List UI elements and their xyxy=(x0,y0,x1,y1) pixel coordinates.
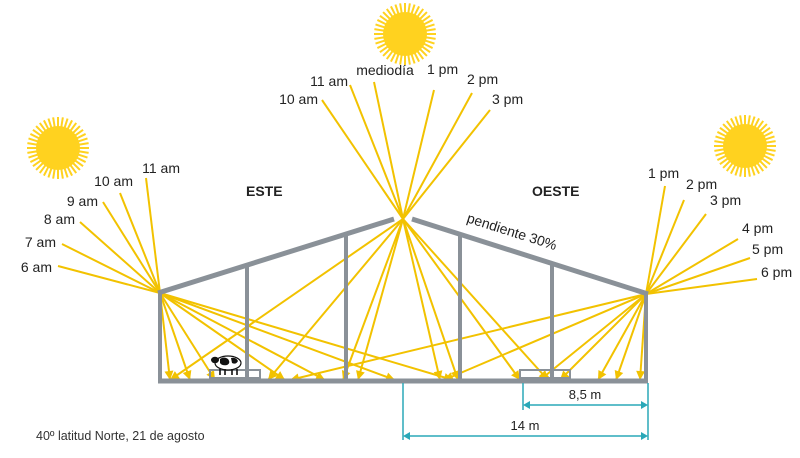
ray-arrowhead xyxy=(356,370,365,380)
sun-ray xyxy=(402,89,435,220)
sun-ray xyxy=(289,293,647,381)
sun-disc xyxy=(723,124,767,168)
sun-ray xyxy=(539,293,647,381)
sun-ray xyxy=(159,292,216,381)
time-label: 6 am xyxy=(21,259,52,275)
sun-ray xyxy=(597,293,647,381)
label-slope: pendiente 30% xyxy=(465,210,559,253)
sun-ray xyxy=(402,218,549,381)
label-east: ESTE xyxy=(246,183,283,199)
time-label: 7 am xyxy=(25,234,56,250)
roof-east xyxy=(157,216,395,296)
sun-ray xyxy=(159,292,396,381)
sun-disc xyxy=(36,126,80,170)
sun-icon xyxy=(714,115,776,177)
time-label: 10 am xyxy=(94,173,133,189)
sun-ray xyxy=(645,278,758,295)
time-label: 1 pm xyxy=(648,165,679,181)
sun-ray xyxy=(402,218,441,381)
sun-ray xyxy=(615,293,647,381)
time-label: 4 pm xyxy=(742,220,773,236)
ray-arrowhead xyxy=(433,370,443,380)
dimension-short-label: 8,5 m xyxy=(569,387,602,402)
time-label: 10 am xyxy=(279,91,318,107)
sun-ray xyxy=(159,292,454,381)
sun-icon xyxy=(374,3,436,65)
sun-rays xyxy=(57,81,758,383)
time-label: 11 am xyxy=(142,160,180,176)
sun-ray xyxy=(645,213,707,295)
ray-arrowhead xyxy=(598,369,607,380)
time-label: 5 pm xyxy=(752,241,783,257)
ray-arrowhead xyxy=(314,371,325,380)
ray-arrowhead xyxy=(182,370,192,380)
time-label: 11 am xyxy=(310,73,348,89)
barn-structure xyxy=(157,216,649,384)
time-label: 8 am xyxy=(44,211,75,227)
feeder xyxy=(519,369,571,379)
sun-ray xyxy=(349,84,404,220)
sun-icon xyxy=(27,117,89,179)
sun-ray xyxy=(402,109,491,220)
time-label: 3 pm xyxy=(492,91,523,107)
caption: 40º latitud Norte, 21 de agosto xyxy=(36,429,205,443)
sun-ray xyxy=(645,185,666,295)
sun-ray xyxy=(159,292,191,381)
feeder xyxy=(209,369,261,379)
sun-disc xyxy=(383,12,427,56)
dimension-long-label: 14 m xyxy=(511,418,540,433)
sun-ray xyxy=(102,201,161,294)
sun-ray xyxy=(159,292,286,381)
sun-ray xyxy=(145,177,161,294)
sun-ray xyxy=(373,81,404,220)
time-label: 9 am xyxy=(67,193,98,209)
sun-ray xyxy=(645,199,685,295)
sun-ray xyxy=(402,92,473,220)
sun-ray xyxy=(645,238,739,295)
time-label: 1 pm xyxy=(427,61,458,77)
ray-arrowhead xyxy=(511,370,520,380)
sun-ray xyxy=(61,243,161,294)
sun-ray xyxy=(402,218,459,381)
time-label: mediodía xyxy=(356,62,414,78)
cow-icon xyxy=(211,355,242,375)
time-label: 6 pm xyxy=(761,264,792,280)
time-label: 2 pm xyxy=(686,176,717,192)
sun-ray xyxy=(267,218,404,381)
time-label: 2 pm xyxy=(467,71,498,87)
sun-ray xyxy=(79,221,161,294)
sun-ray xyxy=(169,218,404,381)
sun-ray xyxy=(342,218,404,381)
ray-arrowhead xyxy=(164,370,174,380)
label-west: OESTE xyxy=(532,183,579,199)
sun-ray xyxy=(119,192,161,294)
sun-ray xyxy=(57,265,161,294)
sun-ray xyxy=(443,293,647,381)
ray-arrowhead xyxy=(268,370,278,380)
ray-arrowhead xyxy=(614,370,624,380)
ray-arrowhead xyxy=(636,370,646,380)
sun-ray xyxy=(321,99,404,220)
roof-west xyxy=(411,216,649,297)
sun-ray xyxy=(159,292,326,381)
sun-ray xyxy=(645,257,751,295)
ray-arrowhead xyxy=(170,371,180,380)
time-label: 3 pm xyxy=(710,192,741,208)
sun-ray xyxy=(559,293,647,381)
ray-arrowhead xyxy=(275,371,285,380)
sun-ray xyxy=(357,218,404,381)
dimension-lines xyxy=(402,383,649,440)
